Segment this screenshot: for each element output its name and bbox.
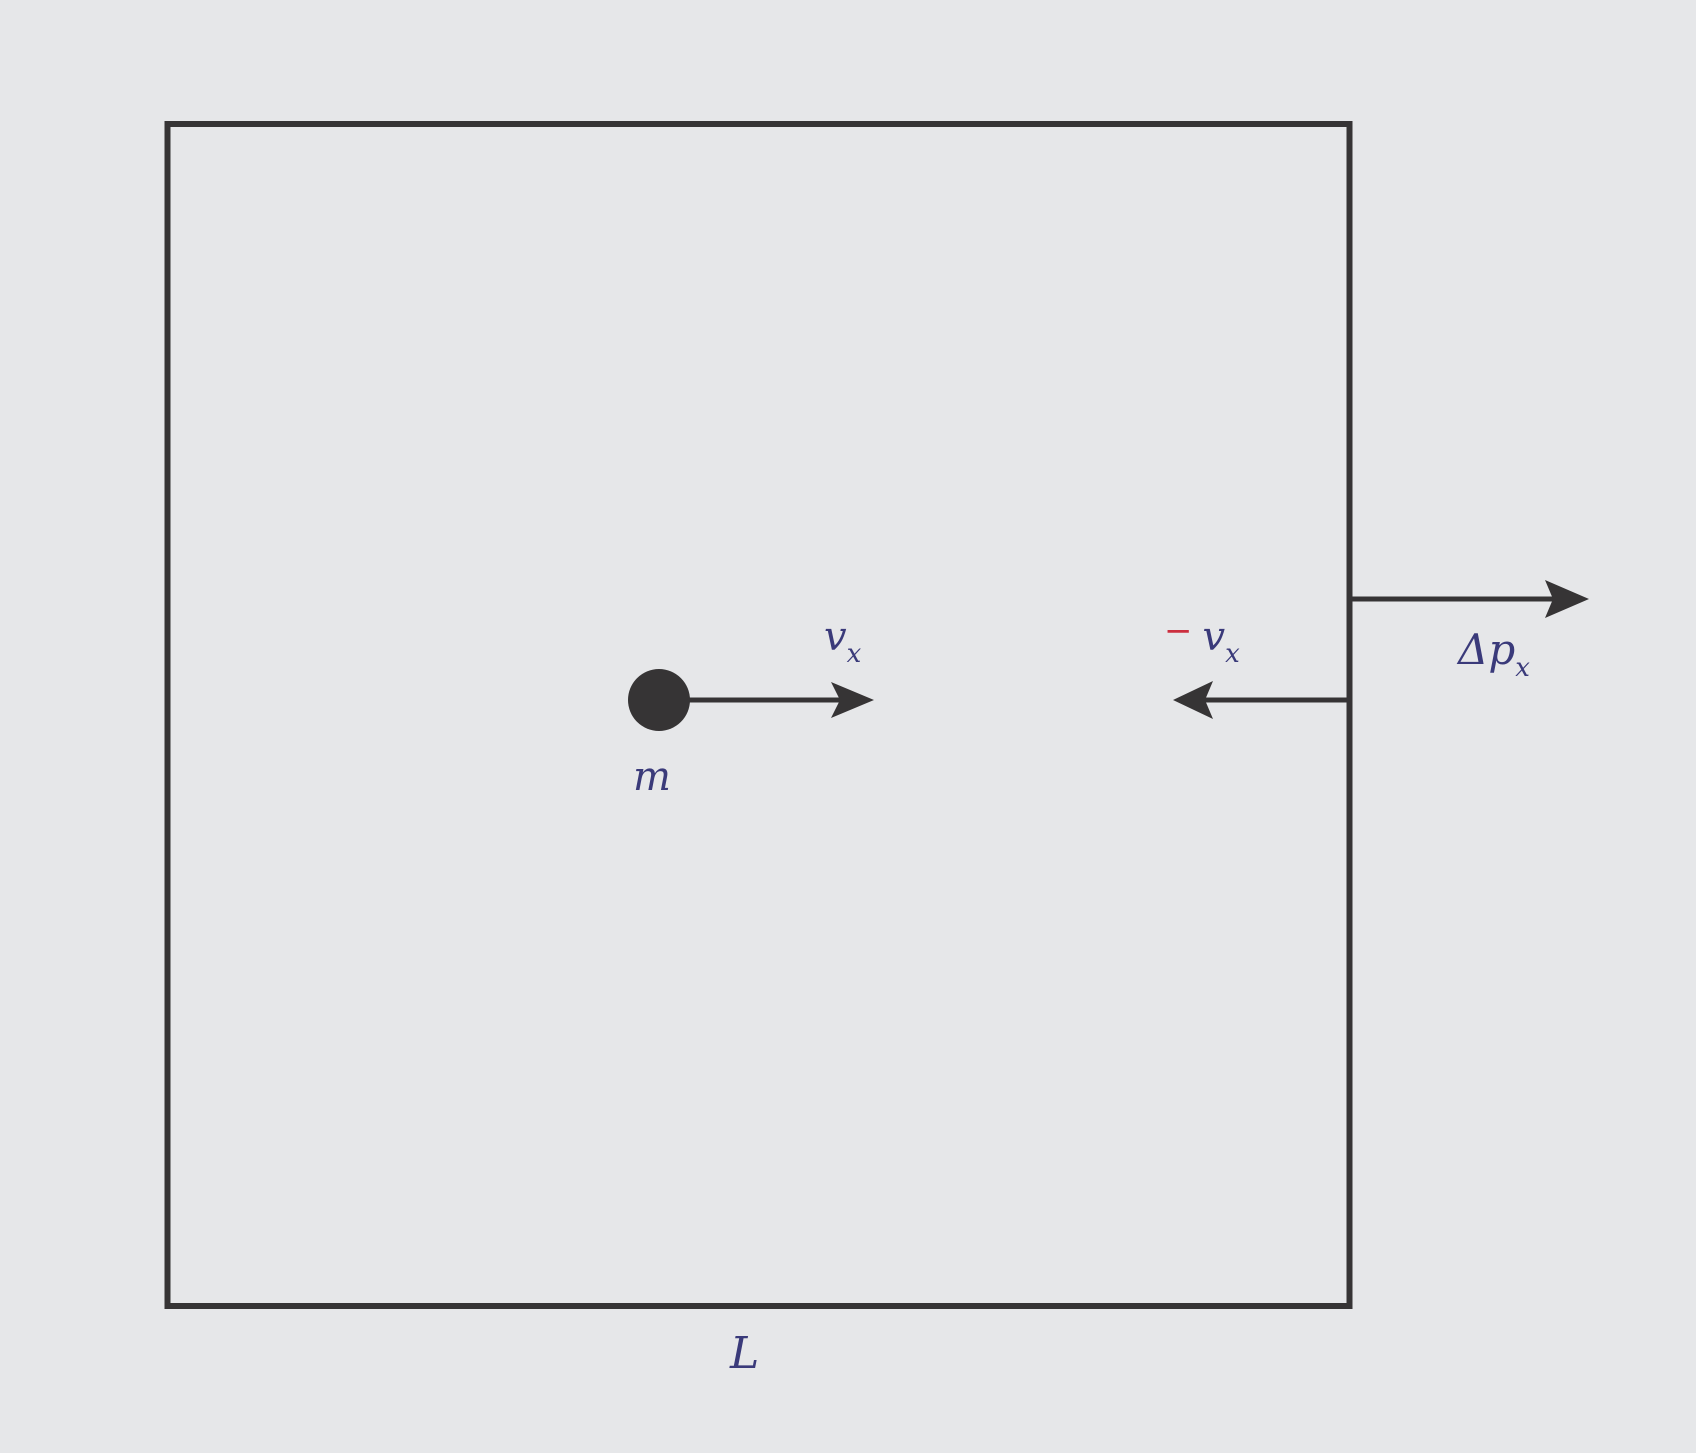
container-box [164,121,1353,1309]
velocity-arrow [688,682,874,718]
momentum-transfer-arrow [1352,580,1589,618]
side-length-label: L [729,1328,759,1379]
reflected-velocity-label: −vx [1164,611,1240,669]
momentum-change-label: Δpx [1456,625,1530,683]
reflected-velocity-arrow [1173,681,1349,719]
particle [628,669,690,731]
velocity-label: vx [824,614,862,669]
mass-label: m [633,754,671,800]
